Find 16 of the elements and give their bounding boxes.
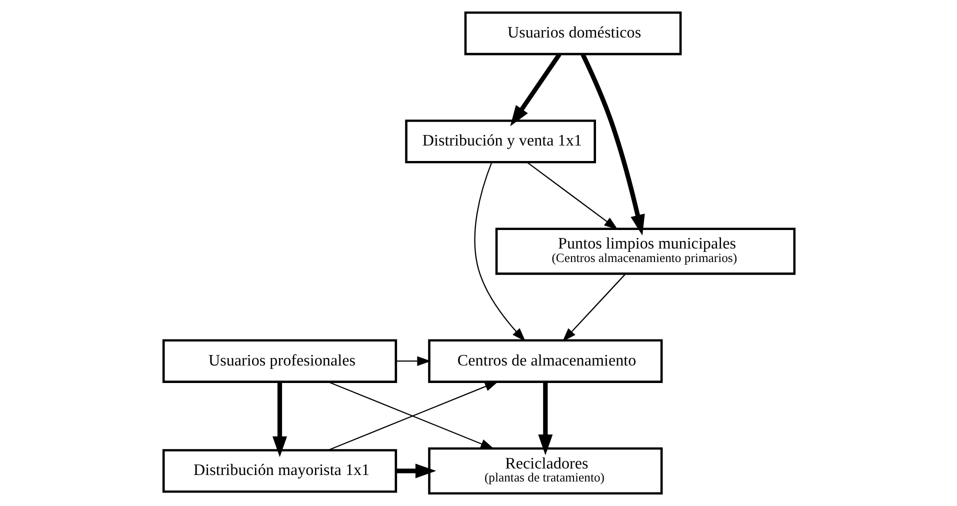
arrow xyxy=(395,464,436,478)
node-box: Centros de almacenamiento xyxy=(428,339,662,383)
node-box: Usuarios profesionales xyxy=(162,339,397,383)
node-box: Puntos limpios municipales (Centros almacenamiento primarios) xyxy=(494,228,796,275)
node-box: Usuarios domésticos xyxy=(464,12,682,56)
arrow xyxy=(510,53,561,126)
arrow xyxy=(272,382,287,458)
arrow xyxy=(395,356,430,366)
node-box: Recicladores (plantas de tratamiento) xyxy=(428,447,662,494)
node-box: Distribución mayorista 1x1 xyxy=(162,449,397,493)
arrow xyxy=(538,382,552,456)
node-box: Distribución y venta 1x1 xyxy=(404,120,596,164)
arrow xyxy=(562,274,626,342)
arrow xyxy=(526,162,618,230)
arrow xyxy=(580,53,644,236)
arrow xyxy=(474,162,526,342)
